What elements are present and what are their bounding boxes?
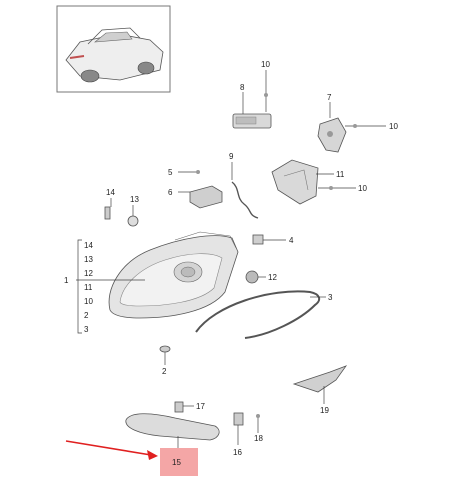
bracket-item: 13 (84, 255, 93, 264)
label-6: 6 (168, 188, 173, 197)
lower-light-part-15 (125, 413, 220, 441)
label-4: 4 (289, 236, 294, 245)
control-unit-part-8 (232, 113, 272, 129)
module-part-6 (189, 185, 223, 209)
label-11: 11 (336, 170, 345, 179)
screw-part-2 (159, 345, 171, 353)
screws (196, 93, 357, 418)
car-thumbnail (56, 5, 171, 93)
connector-part-4 (252, 234, 264, 245)
bulb-part-14 (104, 206, 111, 220)
label-14: 14 (106, 188, 115, 197)
label-7: 7 (327, 93, 332, 102)
bracket-item: 12 (84, 269, 93, 278)
bracket-item: 10 (84, 297, 93, 306)
label-18: 18 (254, 434, 263, 443)
wiring-harness-part-9 (231, 181, 259, 219)
trim-strip (195, 290, 321, 339)
label-12: 12 (268, 273, 277, 282)
bulb-part-13 (127, 215, 139, 227)
cap-part-12 (245, 270, 259, 284)
bracket-item: 11 (84, 283, 93, 292)
headlight-housing (108, 231, 239, 319)
bracket-list: 14 13 12 11 10 2 3 (84, 241, 93, 334)
label-17: 17 (196, 402, 205, 411)
part-labels: 10 8 7 10 9 5 11 6 10 14 13 4 12 1 3 2 1… (64, 60, 398, 467)
label-3: 3 (328, 293, 333, 302)
trim-part-19 (292, 365, 348, 393)
label-13: 13 (130, 195, 139, 204)
bracket-part-7 (317, 117, 347, 153)
bracket-item: 14 (84, 241, 93, 250)
label-2: 2 (162, 367, 167, 376)
leader-lines (76, 70, 386, 448)
bracket-item: 2 (84, 311, 89, 320)
label-5: 5 (168, 168, 173, 177)
label-1: 1 (64, 276, 69, 285)
label-10b: 10 (389, 122, 398, 131)
label-15: 15 (172, 458, 181, 467)
red-arrow (65, 440, 158, 460)
clip-part-17 (174, 401, 184, 413)
bracket-part-11 (271, 159, 319, 205)
label-8: 8 (240, 83, 245, 92)
clip-part-16 (233, 412, 244, 426)
label-19: 19 (320, 406, 329, 415)
label-10a: 10 (261, 60, 270, 69)
bracket-item: 3 (84, 325, 89, 334)
label-10c: 10 (358, 184, 367, 193)
label-9: 9 (229, 152, 234, 161)
label-16: 16 (233, 448, 242, 457)
highlight-box (160, 448, 198, 476)
